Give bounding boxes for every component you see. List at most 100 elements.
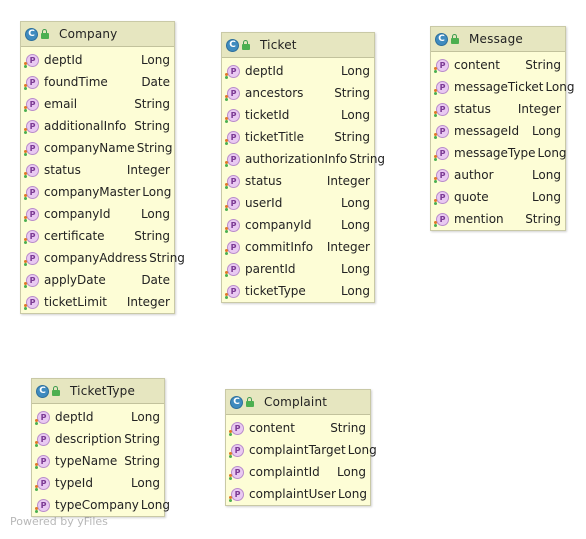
property-icon-glyph: P: [439, 214, 446, 224]
property-icon: P: [24, 163, 39, 178]
visibility-badge-icon: [434, 154, 438, 161]
property-icon-glyph: P: [29, 77, 36, 87]
property-icon-glyph: P: [230, 220, 237, 230]
field-name: messageType: [454, 146, 536, 160]
field-type: Long: [545, 80, 575, 94]
class-icon: C: [36, 384, 49, 398]
field-name: ticketType: [245, 284, 306, 298]
property-icon-glyph: P: [29, 253, 36, 263]
property-icon: P: [35, 410, 50, 425]
property-icon-glyph: P: [40, 500, 47, 510]
property-icon: P: [229, 487, 244, 502]
property-icon: P: [225, 108, 240, 123]
field-name: typeName: [55, 454, 118, 468]
class-header[interactable]: C TicketType: [32, 379, 164, 404]
visibility-badge-icon: [434, 132, 438, 139]
class-name: TicketType: [70, 384, 136, 398]
property-icon-glyph: P: [40, 412, 47, 422]
class-header[interactable]: C Message: [431, 27, 565, 52]
property-icon: P: [24, 185, 39, 200]
property-icon: P: [35, 476, 50, 491]
property-icon-glyph: P: [29, 121, 36, 131]
field-name: content: [249, 421, 295, 435]
field-name: companyId: [245, 218, 312, 232]
property-icon-glyph: P: [29, 143, 36, 153]
field-name: description: [55, 432, 122, 446]
field-name: deptId: [245, 64, 284, 78]
field-type: Long: [140, 498, 170, 512]
visibility-badge-icon: [434, 66, 438, 73]
class-icon: C: [435, 32, 448, 46]
property-icon-glyph: P: [439, 170, 446, 180]
visibility-badge-icon: [225, 248, 229, 255]
property-icon: P: [434, 168, 449, 183]
field-name: complaintUser: [249, 487, 336, 501]
field-type: Long: [340, 284, 370, 298]
property-icon: P: [434, 58, 449, 73]
class-name: Message: [469, 32, 523, 46]
visibility-badge-icon: [24, 237, 28, 244]
visibility-badge-icon: [434, 198, 438, 205]
class-icon: C: [25, 27, 38, 41]
property-icon-glyph: P: [234, 423, 241, 433]
visibility-badge-icon: [434, 176, 438, 183]
field-type: Long: [537, 146, 567, 160]
property-icon-glyph: P: [230, 132, 237, 142]
lock-icon: [451, 34, 460, 44]
field-name: ticketLimit: [44, 295, 107, 309]
field-type: Long: [337, 487, 367, 501]
field-name: deptId: [55, 410, 94, 424]
property-icon: P: [24, 229, 39, 244]
field-name: typeCompany: [55, 498, 139, 512]
